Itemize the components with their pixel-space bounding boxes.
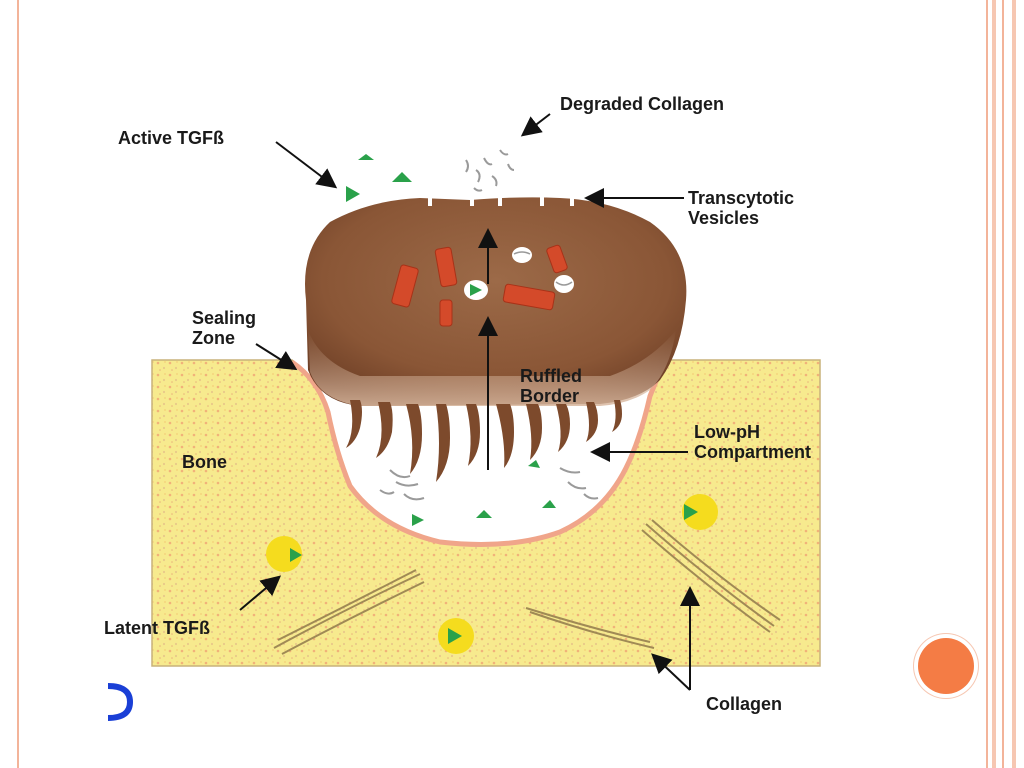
label-latent-tgf: Latent TGFß <box>104 618 210 638</box>
partial-logo-mark <box>107 683 134 721</box>
label-vesicles: Vesicles <box>688 208 759 228</box>
label-low-ph: Low-pH <box>694 422 760 442</box>
latent-tgf-molecules <box>266 494 718 654</box>
vacuoles <box>464 247 574 300</box>
collagen-arrow <box>651 653 691 691</box>
frame-line-right <box>1012 0 1016 768</box>
ruffled-border <box>346 400 622 482</box>
label-degraded-collagen: Degraded Collagen <box>560 94 724 114</box>
label-sealing: Sealing <box>192 308 256 328</box>
pit-contents <box>379 460 599 526</box>
transcytotic-vesicle-notches <box>428 196 574 206</box>
frame-line-right <box>986 0 988 768</box>
label-zone: Zone <box>192 328 235 348</box>
collagen-fibers <box>273 519 781 655</box>
frame-line-left <box>17 0 19 768</box>
active-tgf-molecules <box>346 154 412 202</box>
active-tgf-arrow <box>275 141 338 189</box>
label-collagen: Collagen <box>706 694 782 714</box>
label-ruffled: Ruffled <box>520 366 582 386</box>
label-active-tgf: Active TGFß <box>118 128 224 148</box>
red-vesicles <box>391 244 568 327</box>
latent-tgf-arrow <box>239 575 282 611</box>
osteoclast-lower-zone <box>308 330 676 406</box>
degraded-collagen-fragments <box>465 149 515 192</box>
sealing-zone-arrow <box>255 343 298 371</box>
label-compartment: Compartment <box>694 442 811 462</box>
label-transcytotic: Transcytotic <box>688 188 794 208</box>
label-border: Border <box>520 386 579 406</box>
frame-line-right <box>1002 0 1004 768</box>
resorption-pit-rim <box>290 359 667 547</box>
label-bone: Bone <box>182 452 227 472</box>
degraded-collagen-arrow <box>520 113 551 137</box>
frame-line-right <box>992 0 996 768</box>
osteoclast-cell <box>305 197 687 406</box>
slide-decoration-dot <box>918 638 974 694</box>
